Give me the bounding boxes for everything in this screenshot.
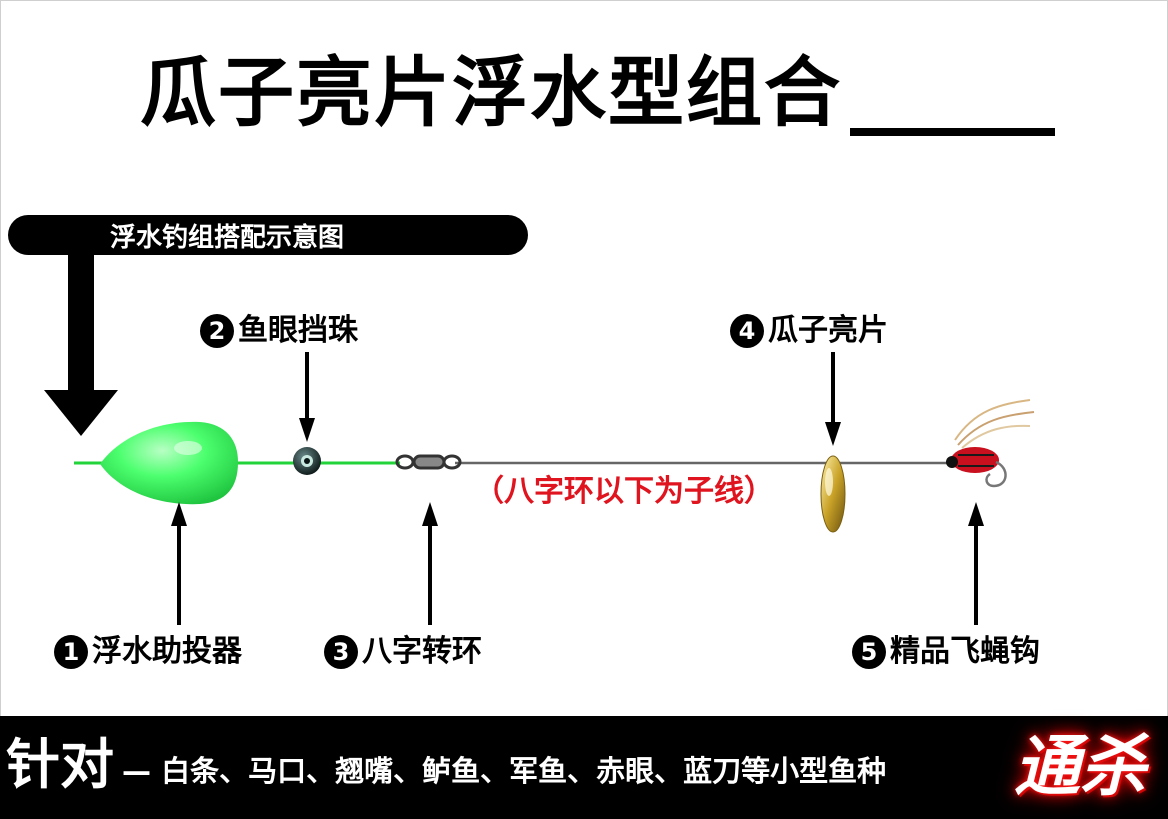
label-float: 1 浮水助投器 — [54, 632, 242, 672]
arrow-float — [171, 502, 187, 625]
number-badge: 4 — [730, 314, 764, 348]
entry-arrow — [44, 252, 118, 436]
footer-slogan: 通杀 — [1014, 728, 1146, 805]
arrow-spoon — [825, 352, 841, 446]
spoon-icon — [820, 455, 846, 533]
number-badge: 5 — [852, 635, 886, 669]
arrow-bead — [299, 352, 315, 442]
footer-species: — 白条、马口、翘嘴、鲈鱼、军鱼、赤眼、蓝刀等小型鱼种 — [122, 754, 887, 788]
label-text: 浮水助投器 — [92, 634, 242, 669]
number-badge: 2 — [200, 314, 234, 348]
fly-hook-icon — [946, 399, 1035, 488]
page-title: 瓜子亮片浮水型组合 — [140, 48, 842, 137]
leader-note: （八字环以下为子线） — [474, 474, 774, 509]
banner — [8, 215, 528, 255]
bead-icon — [293, 447, 321, 475]
label-spoon: 4 瓜子亮片 — [730, 311, 888, 351]
label-text: 精品飞蝇钩 — [890, 634, 1040, 669]
arrow-hook — [968, 502, 984, 625]
footer-target-label: 针对 — [6, 733, 114, 796]
rig-diagram — [44, 252, 1035, 625]
label-text: 鱼眼挡珠 — [238, 313, 358, 348]
arrow-swivel — [422, 502, 438, 625]
label-text: 八字转环 — [362, 634, 482, 669]
label-bead: 2 鱼眼挡珠 — [200, 311, 358, 351]
title-underline — [850, 128, 1055, 136]
label-hook: 5 精品飞蝇钩 — [852, 632, 1040, 672]
banner-text: 浮水钓组搭配示意图 — [110, 223, 345, 253]
label-swivel: 3 八字转环 — [324, 632, 482, 672]
swivel-icon — [395, 454, 462, 470]
float-icon — [100, 421, 238, 505]
number-badge: 3 — [324, 635, 358, 669]
label-text: 瓜子亮片 — [768, 313, 888, 348]
footer-bar — [0, 716, 1168, 819]
number-badge: 1 — [54, 635, 88, 669]
